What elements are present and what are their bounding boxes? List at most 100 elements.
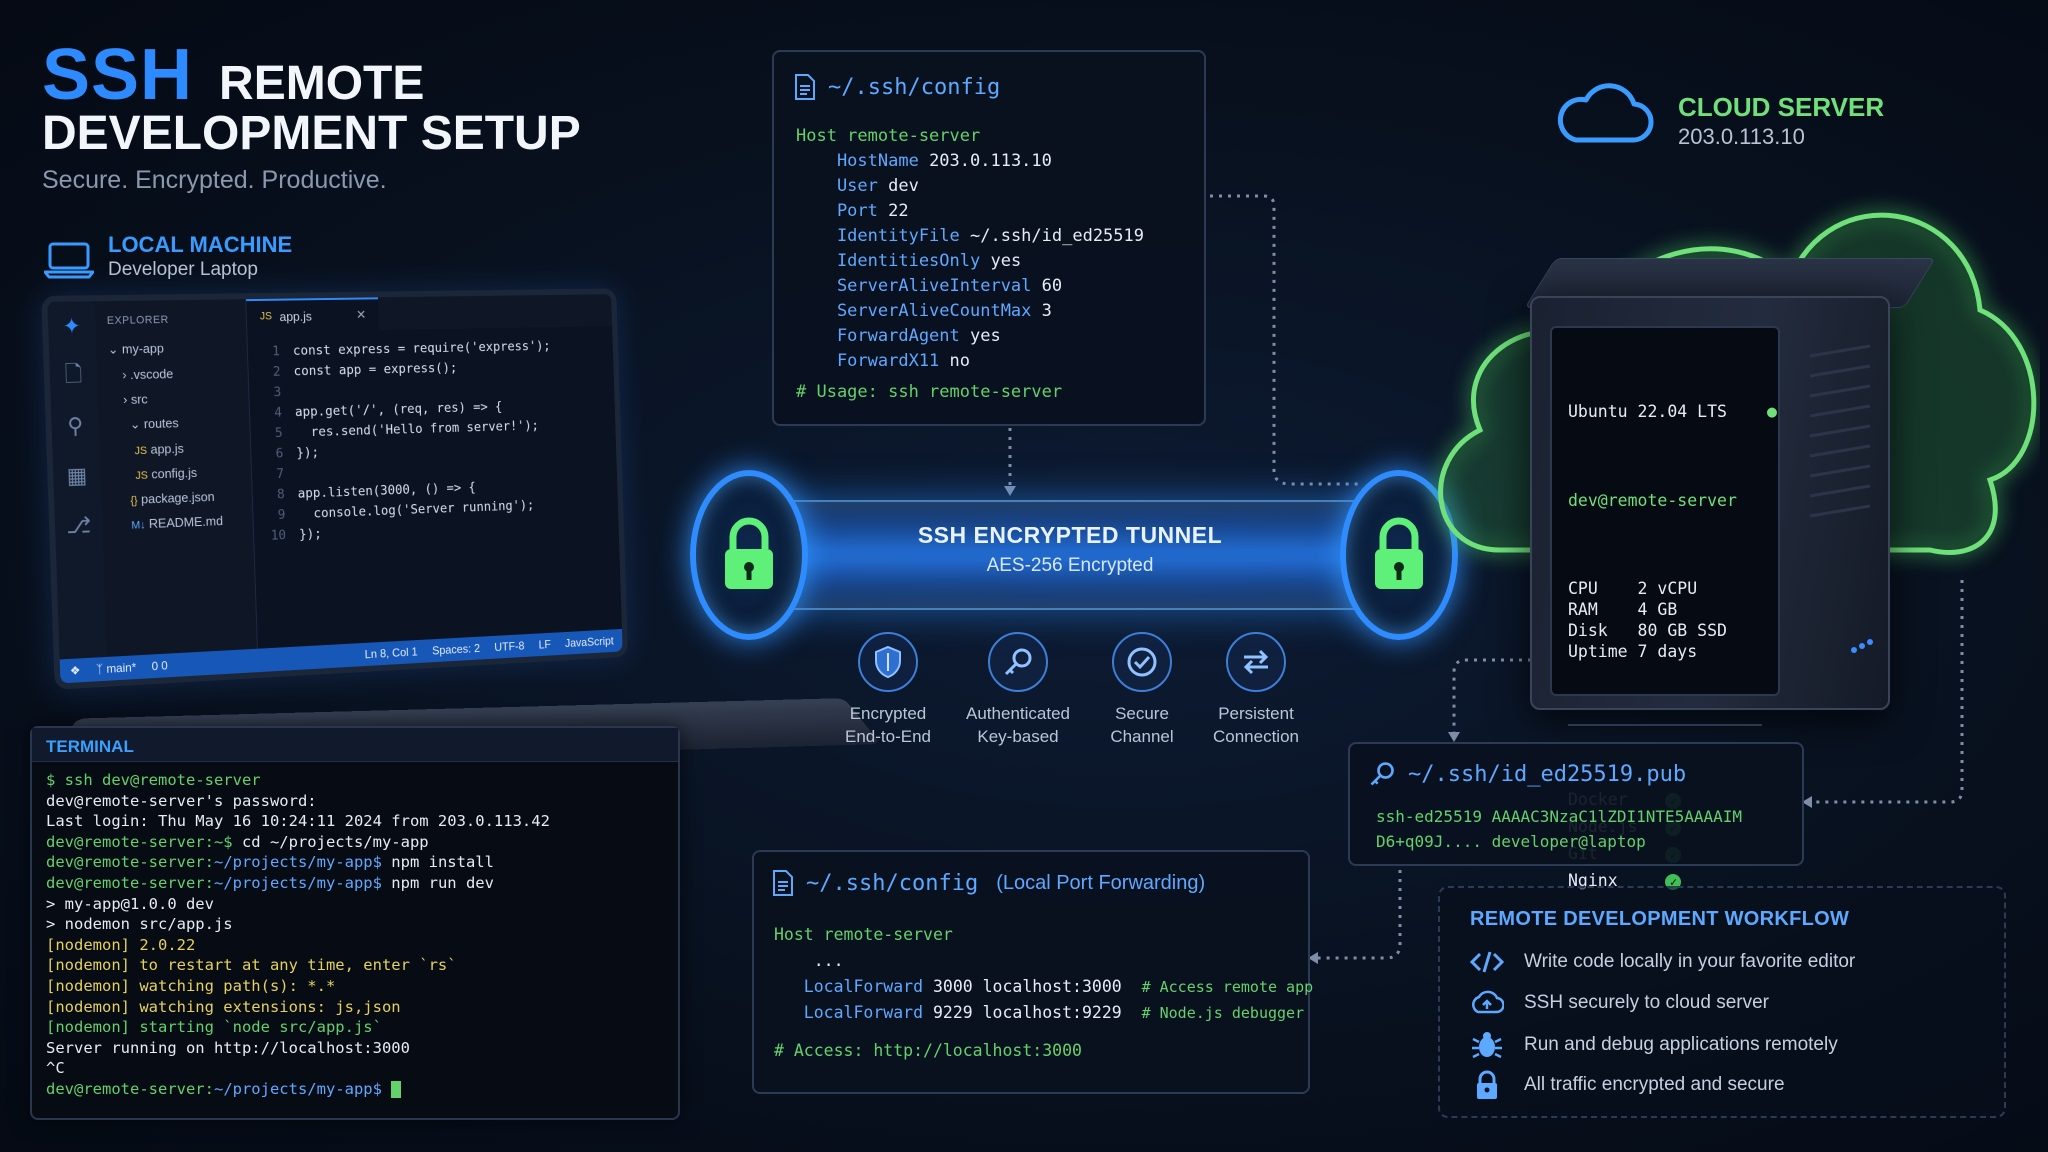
- config-value: dev: [878, 176, 919, 196]
- terminal-output[interactable]: $ ssh dev@remote-serverdev@remote-server…: [32, 762, 678, 1108]
- remote-indicator-icon[interactable]: ❖: [70, 663, 81, 678]
- pf-host: Host remote-server: [774, 922, 1313, 948]
- document-icon: [794, 74, 816, 100]
- vscode-logo-icon: ✦: [47, 301, 96, 352]
- connector-config-to-tunnel: [1210, 196, 1360, 484]
- config-entry: ForwardAgent yes: [796, 324, 1144, 349]
- key-icon: [988, 632, 1048, 692]
- tree-item-vscode[interactable]: › .vscode: [97, 360, 248, 388]
- config-value: no: [939, 351, 970, 371]
- status-spaces[interactable]: Spaces: 2: [432, 641, 480, 657]
- document-icon: [772, 870, 794, 896]
- terminal-title: TERMINAL: [32, 728, 678, 762]
- terminal-prompt: dev@remote-server:: [46, 1080, 214, 1098]
- search-icon[interactable]: ⚲: [51, 401, 100, 452]
- public-key-panel: ~/.ssh/id_ed25519.pub ssh-ed25519 AAAAC3…: [1348, 742, 1804, 866]
- config-entry: ServerAliveCountMax 3: [796, 299, 1144, 324]
- config-value: ~/.ssh/id_ed25519: [960, 226, 1144, 246]
- terminal-text: dev@remote-server's password:: [46, 792, 317, 810]
- config-value: yes: [980, 251, 1021, 271]
- line-number: 7: [252, 464, 285, 486]
- tree-item-readme[interactable]: M↓ README.md: [102, 507, 253, 538]
- files-icon[interactable]: 🗋: [49, 351, 98, 402]
- checkmark-icon: [1112, 632, 1172, 692]
- terminal-text: [nodemon] to restart at any time, enter …: [46, 956, 457, 974]
- terminal-line: [nodemon] watching extensions: js,json: [46, 997, 664, 1018]
- spec-key: CPU: [1568, 579, 1638, 598]
- tree-label: routes: [144, 415, 179, 431]
- tree-item-my-app[interactable]: ⌄ my-app: [96, 334, 248, 363]
- workflow-item: All traffic encrypted and secure: [1470, 1070, 1785, 1100]
- lock-icon: [719, 517, 779, 593]
- title-line-2: DEVELOPMENT SETUP: [42, 106, 581, 161]
- workflow-item-text: Run and debug applications remotely: [1524, 1034, 1838, 1056]
- workflow-title: REMOTE DEVELOPMENT WORKFLOW: [1470, 908, 1849, 931]
- terminal-line: dev@remote-server:~/projects/my-app$: [46, 1079, 664, 1100]
- bug-icon: [1470, 1030, 1504, 1060]
- status-position[interactable]: Ln 8, Col 1: [364, 645, 417, 661]
- pf-row: LocalForward 9229 localhost:9229 # Node.…: [774, 1000, 1313, 1026]
- spec-value: 4 GB: [1638, 600, 1678, 619]
- arrowhead-pubkey: [1448, 732, 1460, 742]
- terminal-line: dev@remote-server's password:: [46, 791, 664, 812]
- status-language[interactable]: JavaScript: [565, 634, 614, 650]
- extensions-icon[interactable]: ▦: [53, 450, 102, 501]
- feature-line2: Channel: [1110, 727, 1173, 746]
- local-machine-sublabel: Developer Laptop: [108, 259, 258, 281]
- config-entry: User dev: [796, 174, 1144, 199]
- cloud-icon: [1554, 82, 1654, 148]
- code-editor[interactable]: JS app.js ✕ 1const express = require('ex…: [246, 294, 623, 672]
- status-encoding[interactable]: UTF-8: [494, 639, 525, 654]
- spec-key: Disk: [1568, 621, 1638, 640]
- pf-value: 3000 localhost:3000: [923, 977, 1142, 996]
- terminal-window[interactable]: TERMINAL $ ssh dev@remote-serverdev@remo…: [30, 726, 680, 1120]
- config-entry: IdentityFile ~/.ssh/id_ed25519: [796, 224, 1144, 249]
- local-machine-label: LOCAL MACHINE: [108, 232, 292, 258]
- config-key: ForwardAgent: [796, 326, 960, 346]
- server-specs: CPU 2 vCPURAM 4 GBDisk 80 GB SSDUptime 7…: [1568, 578, 1762, 662]
- js-file-icon: JS: [135, 470, 148, 482]
- terminal-line: [nodemon] watching path(s): *.*: [46, 976, 664, 997]
- public-key-line2: D6+q09J.... developer@laptop: [1376, 832, 1646, 851]
- tree-label: app.js: [150, 441, 184, 457]
- terminal-path: ~/projects/my-app$: [214, 853, 382, 871]
- terminal-text: Server running on http://localhost:3000: [46, 1039, 410, 1057]
- tunnel-lock-left: [690, 470, 808, 640]
- status-branch[interactable]: ᛉ main*: [96, 660, 137, 676]
- config-value: 203.0.113.10: [919, 151, 1052, 171]
- server-spec: Uptime 7 days: [1568, 641, 1762, 662]
- status-eol[interactable]: LF: [538, 638, 551, 652]
- config-entry: ServerAliveInterval 60: [796, 274, 1144, 299]
- arrowhead-down: [1004, 486, 1016, 496]
- terminal-cursor: [391, 1081, 401, 1098]
- config-key: IdentityFile: [796, 226, 960, 246]
- terminal-text: Last login: Thu May 16 10:24:11 2024 fro…: [46, 812, 550, 830]
- laptop-screen: ✦ 🗋 ⚲ ▦ ⎇ EXPLORER ⌄ my-app › .vscode › …: [41, 288, 628, 689]
- feature-encrypted: EncryptedEnd-to-End: [828, 632, 948, 748]
- workflow-item: Run and debug applications remotely: [1470, 1030, 1838, 1060]
- markdown-file-icon: M↓: [131, 519, 146, 531]
- line-text: [294, 384, 295, 400]
- lock-icon: [1470, 1070, 1504, 1100]
- line-text: const express = require('express');: [293, 338, 551, 358]
- key-icon: [1368, 760, 1396, 788]
- terminal-path: ~/projects/my-app$: [214, 874, 382, 892]
- file-explorer: EXPLORER ⌄ my-app › .vscode › src ⌄ rout…: [94, 299, 258, 681]
- config-key: User: [796, 176, 878, 196]
- spec-value: 80 GB SSD: [1638, 621, 1727, 640]
- divider: [1568, 724, 1762, 726]
- source-control-icon[interactable]: ⎇: [54, 500, 103, 552]
- js-file-icon: JS: [260, 311, 272, 323]
- ssh-config-panel: ~/.ssh/config Host remote-server HostNam…: [772, 50, 1206, 426]
- page-title: SSHREMOTE: [42, 34, 424, 116]
- tree-label: my-app: [122, 341, 164, 357]
- public-key-title-text: ~/.ssh/id_ed25519.pub: [1408, 762, 1686, 787]
- status-problems[interactable]: 0 0: [151, 659, 168, 674]
- feature-authenticated: AuthenticatedKey-based: [958, 632, 1078, 748]
- swap-arrows-icon: [1226, 632, 1286, 692]
- terminal-line: [nodemon] starting `node src/app.js`: [46, 1017, 664, 1038]
- tab-app-js[interactable]: JS app.js ✕: [246, 297, 379, 332]
- feature-line1: Authenticated: [966, 704, 1070, 723]
- close-tab-icon[interactable]: ✕: [356, 307, 367, 323]
- feature-line1: Secure: [1115, 704, 1169, 723]
